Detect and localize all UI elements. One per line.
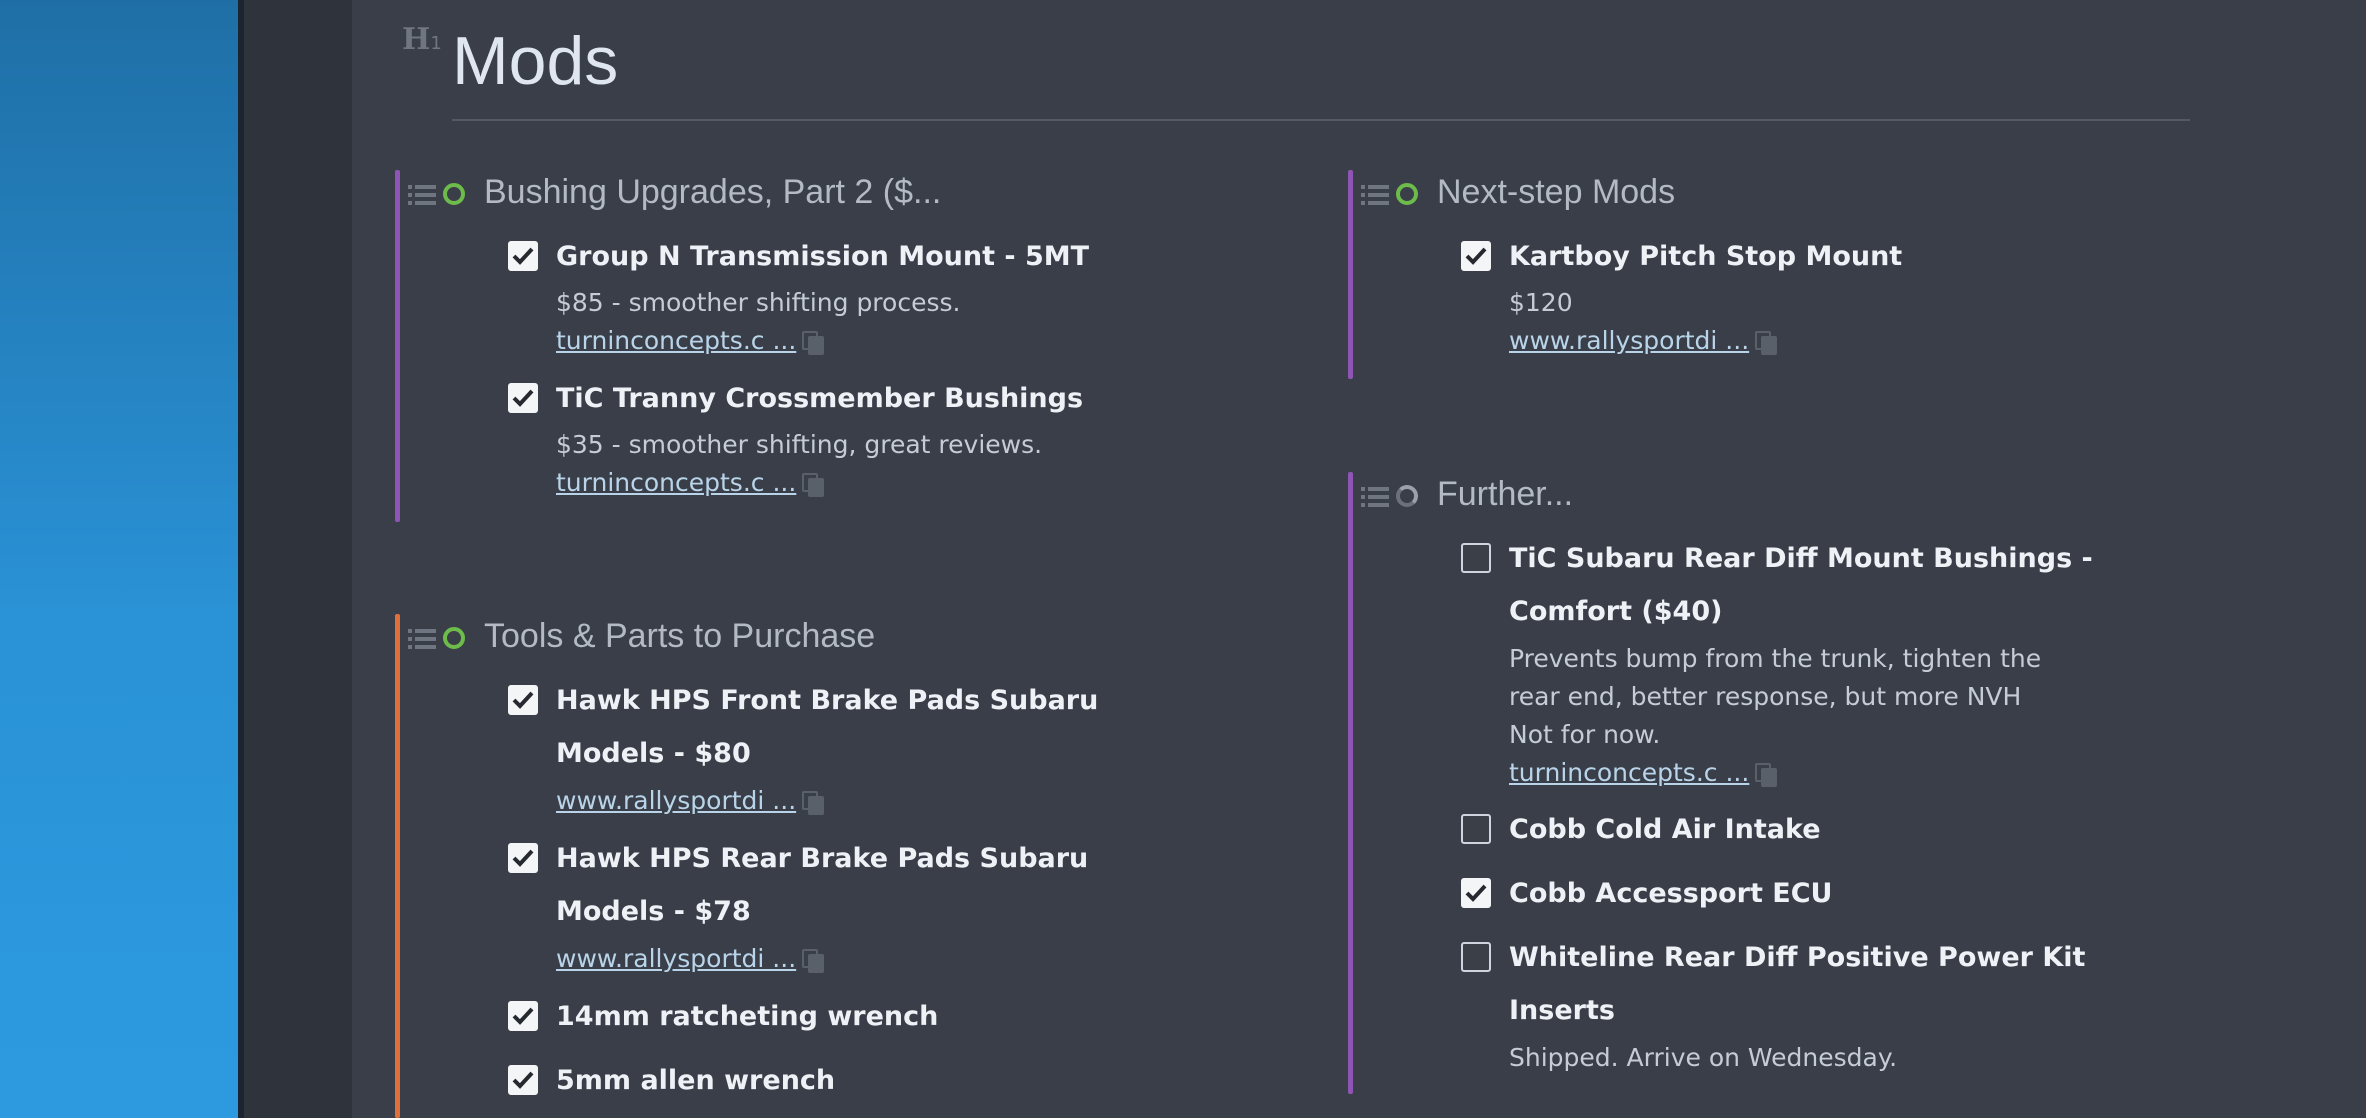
task-checkbox[interactable]: [508, 685, 538, 715]
task-note: Shipped. Arrive on Wednesday.: [1509, 1043, 1898, 1072]
task-label[interactable]: Group N Transmission Mount - 5MT: [556, 241, 1090, 272]
task-label[interactable]: Hawk HPS Front Brake Pads Subaru: [556, 685, 1099, 716]
copy-link-icon[interactable]: [802, 949, 825, 973]
task-note: $85 - smoother shifting process.: [556, 288, 961, 317]
task-checkbox[interactable]: [508, 1065, 538, 1095]
task-label-continued[interactable]: Models - $78: [556, 896, 751, 927]
desktop-wallpaper: [0, 0, 242, 1118]
note-page: [352, 0, 2366, 1118]
task-label-continued[interactable]: Comfort ($40): [1509, 596, 1723, 627]
copy-link-icon[interactable]: [802, 331, 825, 355]
title-divider: [452, 119, 2190, 121]
copy-link-icon[interactable]: [1755, 763, 1778, 787]
task-label[interactable]: Whiteline Rear Diff Positive Power Kit: [1509, 942, 2086, 973]
left-gutter: [244, 0, 352, 1118]
task-checkbox[interactable]: [508, 1001, 538, 1031]
task-link-row: turninconcepts.c ...: [1509, 754, 1778, 792]
task-checkbox[interactable]: [1461, 814, 1491, 844]
task-block-tools-parts: Tools & Parts to Purchase Hawk HPS Front…: [395, 614, 1098, 1118]
page-title[interactable]: Mods: [452, 23, 619, 99]
window-border: [238, 0, 244, 1118]
task-checkbox[interactable]: [508, 383, 538, 413]
copy-link-icon[interactable]: [802, 791, 825, 815]
copy-link-icon[interactable]: [1755, 331, 1778, 355]
task-link[interactable]: www.rallysportdi ...: [1509, 326, 1750, 355]
task-label[interactable]: Hawk HPS Rear Brake Pads Subaru: [556, 843, 1089, 874]
task-label-continued[interactable]: Models - $80: [556, 738, 751, 769]
block-title[interactable]: Bushing Upgrades, Part 2 ($...: [484, 173, 942, 211]
task-link[interactable]: www.rallysportdi ...: [556, 944, 797, 973]
status-circle-icon[interactable]: [443, 627, 465, 649]
task-checkbox[interactable]: [1461, 878, 1491, 908]
task-link[interactable]: turninconcepts.c ...: [556, 326, 797, 355]
task-note: $35 - smoother shifting, great reviews.: [556, 430, 1043, 459]
copy-link-icon[interactable]: [802, 473, 825, 497]
block-color-bar: [1348, 170, 1353, 379]
task-link[interactable]: turninconcepts.c ...: [556, 468, 797, 497]
task-checkbox[interactable]: [1461, 543, 1491, 573]
task-link-row: turninconcepts.c ...: [556, 464, 825, 502]
list-icon[interactable]: [1361, 486, 1389, 508]
task-label[interactable]: Cobb Cold Air Intake: [1509, 814, 1821, 845]
task-note: $120: [1509, 288, 1573, 317]
task-label[interactable]: 14mm ratcheting wrench: [556, 1001, 939, 1032]
task-link-row: www.rallysportdi ...: [1509, 322, 1778, 360]
status-circle-icon[interactable]: [1396, 183, 1418, 205]
block-title[interactable]: Next-step Mods: [1437, 173, 1676, 211]
heading-level-icon[interactable]: H1: [402, 22, 442, 57]
task-block-further: Further... TiC Subaru Rear Diff Mount Bu…: [1348, 472, 2093, 1094]
task-link[interactable]: www.rallysportdi ...: [556, 786, 797, 815]
list-icon[interactable]: [408, 628, 436, 650]
block-color-bar: [395, 170, 400, 522]
task-link-row: www.rallysportdi ...: [556, 940, 825, 978]
task-label[interactable]: Cobb Accessport ECU: [1509, 878, 1833, 909]
block-color-bar: [395, 614, 400, 1118]
task-link-row: www.rallysportdi ...: [556, 782, 825, 820]
block-title[interactable]: Tools & Parts to Purchase: [484, 617, 876, 655]
task-label[interactable]: Kartboy Pitch Stop Mount: [1509, 241, 1903, 272]
task-checkbox[interactable]: [508, 241, 538, 271]
block-title[interactable]: Further...: [1437, 475, 1574, 513]
status-circle-icon[interactable]: [443, 183, 465, 205]
task-block-bushing-upgrades: Bushing Upgrades, Part 2 ($... Group N T…: [395, 170, 1089, 522]
task-note-line: rear end, better response, but more NVH: [1509, 682, 2022, 711]
list-icon[interactable]: [1361, 184, 1389, 206]
task-note-line: Not for now.: [1509, 720, 1661, 749]
task-link[interactable]: turninconcepts.c ...: [1509, 758, 1750, 787]
task-label[interactable]: TiC Subaru Rear Diff Mount Bushings -: [1509, 543, 2093, 574]
task-link-row: turninconcepts.c ...: [556, 322, 825, 360]
task-label-continued[interactable]: Inserts: [1509, 995, 1615, 1026]
task-label[interactable]: 5mm allen wrench: [556, 1065, 836, 1096]
task-checkbox[interactable]: [508, 843, 538, 873]
task-block-next-step-mods: Next-step Mods Kartboy Pitch Stop Mount …: [1348, 170, 2048, 379]
status-partial-icon[interactable]: [1396, 485, 1418, 507]
task-label[interactable]: TiC Tranny Crossmember Bushings: [556, 383, 1084, 414]
task-checkbox[interactable]: [1461, 241, 1491, 271]
block-color-bar: [1348, 472, 1353, 1094]
task-checkbox[interactable]: [1461, 942, 1491, 972]
list-icon[interactable]: [408, 184, 436, 206]
task-note-line: Prevents bump from the trunk, tighten th…: [1509, 644, 2042, 673]
